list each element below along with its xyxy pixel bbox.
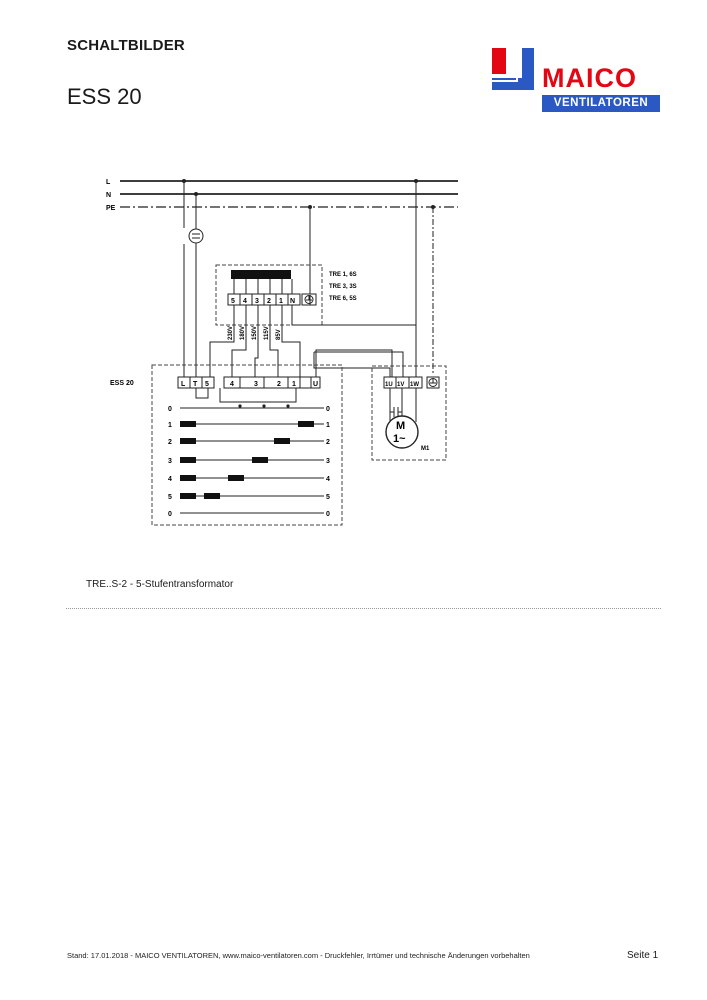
voltage-150: 150V <box>252 326 258 340</box>
transformer-box <box>215 264 323 326</box>
product-title: ESS 20 <box>67 84 142 109</box>
logo-mark-icon <box>492 48 534 90</box>
ctrl-term-2: 2 <box>277 381 281 388</box>
step-right-0b: 0 <box>326 511 330 518</box>
motor-term-1v: 1V <box>397 382 404 388</box>
motor-term-1u: 1U <box>385 382 393 388</box>
wiring-diagram: L N PE TRE 1, 6S TRE 3, 3S TRE 6, 5S 5 4… <box>106 179 458 526</box>
maico-logo: MAICO VENTILATOREN <box>488 44 663 116</box>
step-left-5: 5 <box>168 494 172 501</box>
line-label-n: N <box>106 192 111 199</box>
step-right-0: 0 <box>326 406 330 413</box>
motor-phase: 1~ <box>393 433 406 445</box>
motor-symbol: M <box>396 420 405 432</box>
tr-term-2: 2 <box>267 298 271 305</box>
tre-label-2: TRE 3, 3S <box>329 284 357 290</box>
step-left-4: 4 <box>168 476 172 483</box>
ground-icon <box>304 295 314 304</box>
divider <box>66 608 661 609</box>
logo-sub: VENTILATOREN <box>542 95 660 112</box>
footer-text: Stand: 17.01.2018 - MAICO VENTILATOREN, … <box>67 951 530 960</box>
ctrl-term-u: U <box>313 381 318 388</box>
motor-icon <box>385 415 419 449</box>
diagram-caption: TRE..S-2 - 5-Stufentransformator <box>86 579 234 590</box>
step-right-1: 1 <box>326 422 330 429</box>
transformer-core <box>231 270 291 279</box>
ctrl-term-5: 5 <box>205 381 209 388</box>
line-label-l: L <box>106 179 111 186</box>
motor-label: M1 <box>421 446 430 452</box>
voltage-230: 230V <box>228 326 234 340</box>
step-right-4: 4 <box>326 476 330 483</box>
supply-drops <box>183 181 434 377</box>
supply-lines <box>120 180 458 208</box>
ctrl-term-3: 3 <box>254 381 258 388</box>
step-contacts <box>180 421 314 499</box>
fuse-icon <box>188 228 204 244</box>
logo-brand: MAICO <box>542 63 637 93</box>
ctrl-term-t: T <box>193 381 198 388</box>
transformer-wires <box>209 295 416 377</box>
tre-label-1: TRE 1, 6S <box>329 272 357 278</box>
step-right-2: 2 <box>326 439 330 446</box>
motor-ground-icon <box>428 378 438 387</box>
voltage-115: 115V <box>264 326 270 340</box>
step-left-0b: 0 <box>168 511 172 518</box>
motor-box <box>371 365 447 461</box>
page-number: Seite 1 <box>627 950 659 961</box>
tre-label-3: TRE 6, 5S <box>329 296 357 302</box>
tr-term-4: 4 <box>243 298 247 305</box>
tr-term-5: 5 <box>231 298 235 305</box>
line-label-pe: PE <box>106 205 116 212</box>
step-right-3: 3 <box>326 458 330 465</box>
ctrl-term-l: L <box>181 381 186 388</box>
step-left-2: 2 <box>168 439 172 446</box>
tr-term-1: 1 <box>279 298 283 305</box>
motor-term-1w: 1W <box>410 382 419 388</box>
step-left-3: 3 <box>168 458 172 465</box>
controller-box <box>151 364 343 526</box>
tr-term-n: N <box>290 298 295 305</box>
tr-term-3: 3 <box>255 298 259 305</box>
controller-label: ESS 20 <box>110 380 134 387</box>
ctrl-term-4: 4 <box>230 381 234 388</box>
step-left-1: 1 <box>168 422 172 429</box>
voltage-85: 85V <box>276 329 282 340</box>
ctrl-term-1: 1 <box>292 381 296 388</box>
step-left-0: 0 <box>168 406 172 413</box>
section-title: SCHALTBILDER <box>67 37 185 54</box>
voltage-180: 180V <box>240 326 246 340</box>
step-right-5: 5 <box>326 494 330 501</box>
